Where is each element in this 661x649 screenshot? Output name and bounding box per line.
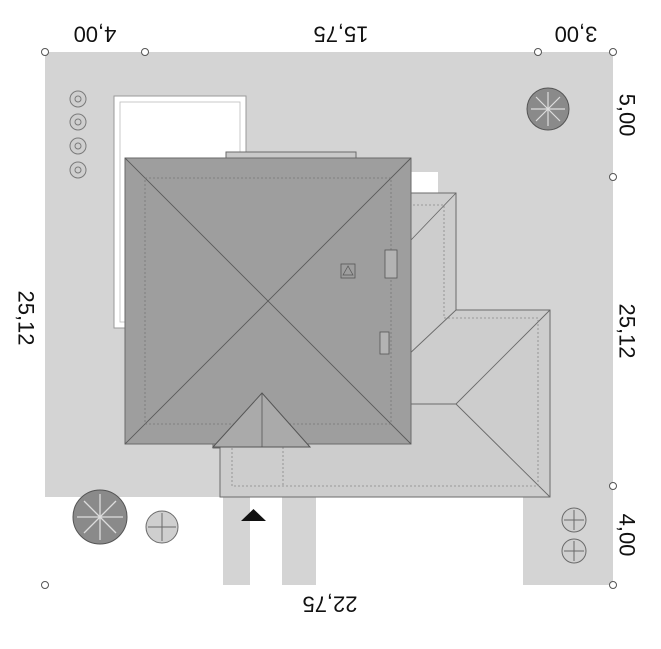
tree-icon xyxy=(72,489,128,545)
dimension-right-lower: 4,00 xyxy=(615,514,640,557)
roof-window xyxy=(384,249,398,279)
roof-secondary-ridges xyxy=(389,192,551,498)
shrub-icon xyxy=(69,90,87,179)
roof-main-ridges xyxy=(124,157,412,445)
dimension-top-left: 4,00 xyxy=(74,22,117,47)
roof-window xyxy=(379,331,390,355)
dimension-markers xyxy=(41,48,617,589)
tree-icon xyxy=(526,87,570,131)
dimension-right-middle: 25,12 xyxy=(615,303,640,358)
dimension-top-right: 3,00 xyxy=(555,22,598,47)
entrance-gable xyxy=(211,392,312,448)
entrance-arrow-icon xyxy=(241,509,266,521)
dimension-bottom: 22,75 xyxy=(302,592,357,617)
roof-vent xyxy=(340,263,356,279)
dimension-right-upper: 5,00 xyxy=(615,94,640,137)
shrub-icon xyxy=(145,507,587,564)
dimension-left-side: 25,12 xyxy=(14,290,39,345)
dimension-top-middle: 15,75 xyxy=(313,22,368,47)
